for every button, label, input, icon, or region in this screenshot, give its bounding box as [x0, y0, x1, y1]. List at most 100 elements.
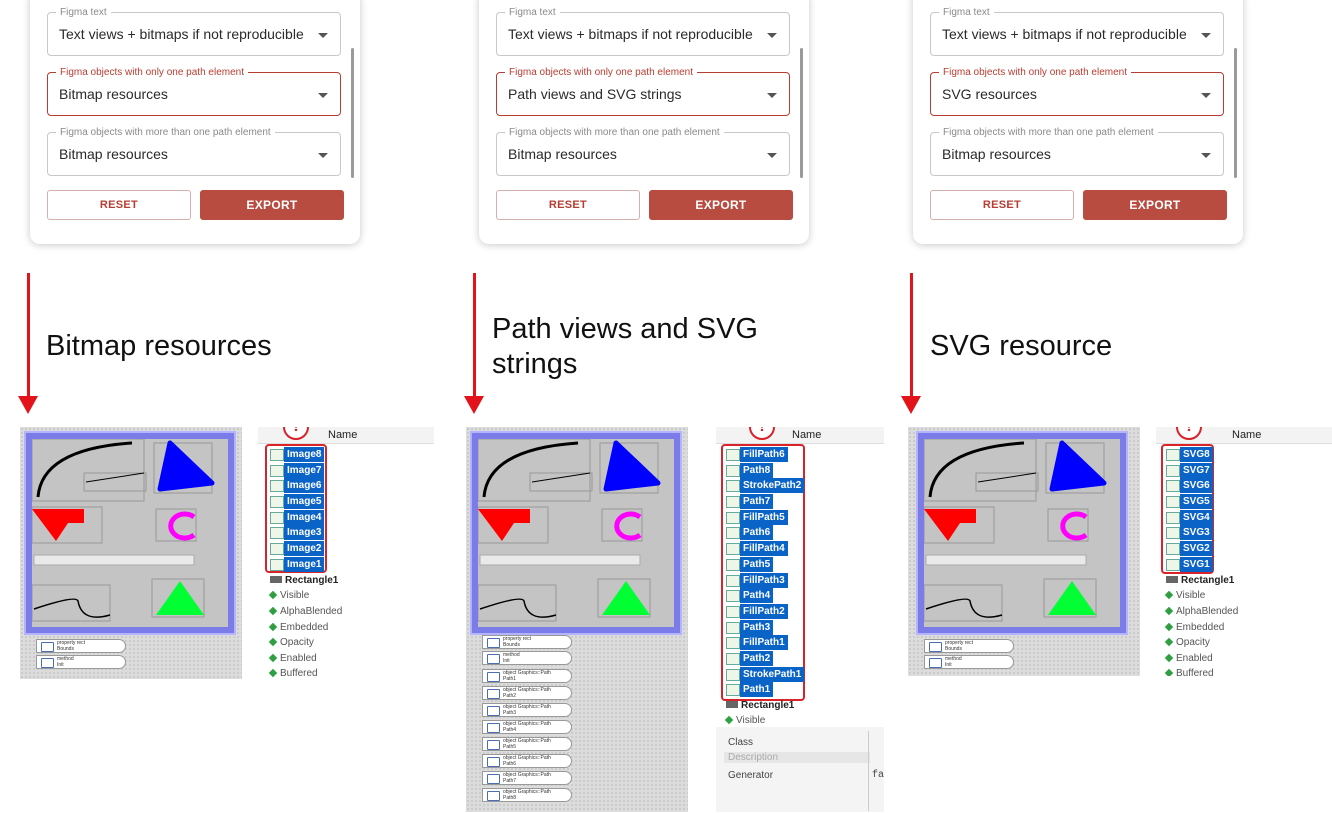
tree-item-rectangle1[interactable]: Rectangle1	[270, 575, 338, 586]
prop-enabled[interactable]: Enabled	[268, 653, 317, 664]
tree-item-svg2[interactable]: SVG2	[1166, 541, 1213, 556]
prop-embedded[interactable]: Embedded	[268, 622, 328, 633]
figma-text-select[interactable]: Figma text Text views + bitmaps if not r…	[930, 6, 1224, 56]
tree-item-image4[interactable]: Image4	[270, 510, 325, 525]
multi-path-label: Figma objects with more than one path el…	[56, 126, 275, 139]
tree-item-svg7[interactable]: SVG7	[1166, 463, 1213, 478]
tree-item-path5[interactable]: Path5	[726, 557, 774, 572]
tree-item-path1[interactable]: Path1	[726, 682, 774, 697]
scrollbar[interactable]	[800, 48, 803, 178]
figma-text-select[interactable]: Figma text Text views + bitmaps if not r…	[47, 6, 341, 56]
tree-item-strokepath2[interactable]: StrokePath2	[726, 478, 805, 493]
tree-item-fillpath4[interactable]: FillPath4	[726, 541, 788, 556]
export-button[interactable]: EXPORT	[200, 190, 344, 220]
reset-button[interactable]: RESET	[47, 190, 191, 220]
figma-text-select[interactable]: Figma text Text views + bitmaps if not r…	[496, 6, 790, 56]
multi-path-select[interactable]: Figma objects with more than one path el…	[496, 126, 790, 176]
export-button[interactable]: EXPORT	[649, 190, 793, 220]
tree-item-path3[interactable]: Path3	[726, 620, 774, 635]
tree-item-rectangle1[interactable]: Rectangle1	[726, 700, 794, 711]
tree-item-path7[interactable]: Path7	[726, 494, 774, 509]
export-button[interactable]: EXPORT	[1083, 190, 1227, 220]
reset-button[interactable]: RESET	[930, 190, 1074, 220]
tree-item-fillpath2[interactable]: FillPath2	[726, 604, 788, 619]
tree-item-svg1[interactable]: SVG1	[1166, 557, 1213, 572]
prop-visible[interactable]: Visible	[1164, 590, 1205, 601]
scrollbar[interactable]	[351, 48, 354, 178]
prop-generator-value: fa	[872, 770, 884, 781]
tree-item-image2[interactable]: Image2	[270, 541, 325, 556]
prop-opacity[interactable]: Opacity	[268, 637, 314, 648]
prop-buffered[interactable]: Buffered	[268, 668, 318, 679]
prop-enabled[interactable]: Enabled	[1164, 653, 1213, 664]
path-icon	[487, 706, 500, 716]
one-path-select[interactable]: Figma objects with only one path element…	[47, 66, 341, 116]
scrollbar[interactable]	[1234, 48, 1237, 178]
tree-item-rectangle1[interactable]: Rectangle1	[1166, 575, 1234, 586]
svg-icon	[1166, 512, 1180, 524]
tree-item-image5[interactable]: Image5	[270, 494, 325, 509]
tree-item-fillpath6[interactable]: FillPath6	[726, 447, 788, 462]
tree-item-fillpath5[interactable]: FillPath5	[726, 510, 788, 525]
path-icon	[726, 559, 740, 571]
diamond-icon	[268, 590, 278, 600]
one-path-select[interactable]: Figma objects with only one path element…	[496, 66, 790, 116]
tree-item-image3[interactable]: Image3	[270, 525, 325, 540]
tree-item-strokepath1[interactable]: StrokePath1	[726, 667, 805, 682]
tree-item-svg8[interactable]: SVG8	[1166, 447, 1213, 462]
fill-path-icon	[726, 637, 740, 649]
chevron-down-icon	[1201, 153, 1211, 158]
image-icon	[270, 496, 284, 508]
tree-item-image1[interactable]: Image1	[270, 557, 325, 572]
tree-item-svg3[interactable]: SVG3	[1166, 525, 1213, 540]
prop-embedded[interactable]: Embedded	[1164, 622, 1224, 633]
prop-visible[interactable]: Visible	[268, 590, 309, 601]
one-path-select[interactable]: Figma objects with only one path element…	[930, 66, 1224, 116]
tree-item-svg5[interactable]: SVG5	[1166, 494, 1213, 509]
tree-item-path8[interactable]: Path8	[726, 463, 774, 478]
tree-item-image8[interactable]: Image8	[270, 447, 325, 462]
tree-item-fillpath1[interactable]: FillPath1	[726, 635, 788, 650]
tree-item-path2[interactable]: Path2	[726, 651, 774, 666]
tree-item-path6[interactable]: Path6	[726, 525, 774, 540]
prop-opacity[interactable]: Opacity	[1164, 637, 1210, 648]
multi-path-select[interactable]: Figma objects with more than one path el…	[47, 126, 341, 176]
image-icon	[270, 512, 284, 524]
multi-path-label: Figma objects with more than one path el…	[505, 126, 724, 139]
prop-visible[interactable]: Visible	[724, 715, 765, 726]
tree-item-path4[interactable]: Path4	[726, 588, 774, 603]
one-path-label: Figma objects with only one path element	[56, 66, 248, 79]
multi-path-select[interactable]: Figma objects with more than one path el…	[930, 126, 1224, 176]
tree-item-image6[interactable]: Image6	[270, 478, 325, 493]
reset-button[interactable]: RESET	[496, 190, 640, 220]
rectangle-icon	[270, 576, 282, 583]
tree-item-fillpath3[interactable]: FillPath3	[726, 573, 788, 588]
tree-item-image7[interactable]: Image7	[270, 463, 325, 478]
figma-text-label: Figma text	[505, 6, 560, 19]
prop-alphablended[interactable]: AlphaBlended	[1164, 606, 1238, 617]
prop-generator-label: Generator	[728, 770, 774, 781]
stroke-path-icon	[726, 669, 740, 681]
prop-alphablended[interactable]: AlphaBlended	[268, 606, 342, 617]
fill-path-icon	[726, 543, 740, 555]
tree-item-svg6[interactable]: SVG6	[1166, 478, 1213, 493]
tree-item-svg4[interactable]: SVG4	[1166, 510, 1213, 525]
prop-buffered[interactable]: Buffered	[1164, 668, 1214, 676]
one-path-label: Figma objects with only one path element	[939, 66, 1131, 79]
fill-path-icon	[726, 606, 740, 618]
